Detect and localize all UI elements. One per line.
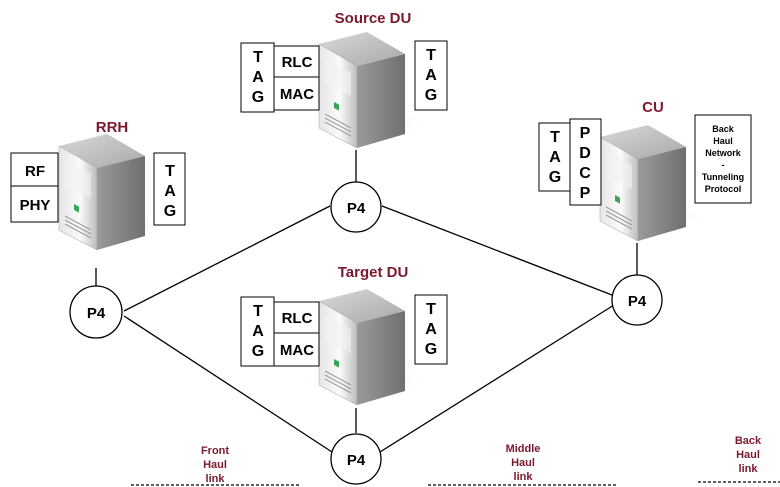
cu-server-icon [582, 124, 708, 242]
link-target-du-cu [379, 304, 615, 453]
legend-middle-haul: Middle Haul link [428, 443, 617, 486]
link-rrh-target-du [123, 315, 333, 453]
cu-tag-t: T [550, 129, 560, 146]
source-du-server-icon [301, 31, 427, 149]
p4-switch-target-du: P4 [330, 433, 382, 485]
front-haul-line-2: Haul [203, 459, 227, 471]
target-du-ltag-a: A [252, 323, 264, 340]
target-du-rtag-a: A [425, 321, 437, 338]
target-du-rlc: RLC [282, 310, 313, 327]
rrh-node: RRH RF PHY T A G [10, 119, 186, 251]
p4-switch-source-du: P4 [330, 181, 382, 233]
rrh-tag-g: G [164, 203, 176, 220]
cu-tag-a: A [549, 149, 561, 166]
backhaul-line-1: Back [712, 124, 735, 134]
rrh-server-icon [41, 133, 167, 251]
p4-label: P4 [628, 293, 647, 310]
link-source-du-cu [381, 205, 613, 296]
backhaul-line-3: Network [705, 148, 742, 158]
source-du-ltag-t: T [253, 49, 263, 66]
source-du-ltag-a: A [252, 69, 264, 86]
back-haul-line-3: link [739, 463, 759, 475]
middle-haul-line-1: Middle [506, 443, 541, 455]
back-haul-line-1: Back [735, 435, 762, 447]
front-haul-line-1: Front [201, 445, 229, 457]
target-du-ltag-t: T [253, 303, 263, 320]
rrh-tag-a: A [164, 183, 176, 200]
target-du-ltag-g: G [252, 343, 264, 360]
p4-label: P4 [347, 452, 366, 469]
back-haul-line-2: Haul [736, 449, 760, 461]
source-du-rtag-g: G [425, 87, 437, 104]
middle-haul-line-2: Haul [511, 457, 535, 469]
target-du-server-icon [301, 288, 427, 406]
p4-label: P4 [347, 200, 366, 217]
source-du-title: Source DU [335, 10, 412, 27]
backhaul-line-4: - [722, 160, 725, 170]
phy-label: PHY [20, 197, 51, 214]
rf-label: RF [25, 163, 45, 180]
target-du-mac: MAC [280, 342, 314, 359]
cu-node: CU T A G P D C P Back Haul Network - Tun… [538, 99, 752, 242]
target-du-title: Target DU [338, 264, 409, 281]
p4-label: P4 [87, 305, 106, 322]
links [95, 150, 638, 453]
cu-title: CU [642, 99, 664, 116]
front-haul-line-3: link [206, 473, 226, 485]
p4-switch-cu: P4 [611, 274, 663, 326]
legend-back-haul: Back Haul link [698, 435, 780, 483]
cu-pdcp-p2: P [580, 185, 591, 202]
source-du-rtag-t: T [426, 47, 436, 64]
cu-pdcp-d: D [579, 145, 591, 162]
target-du-rtag-g: G [425, 341, 437, 358]
middle-haul-line-3: link [514, 471, 534, 483]
cu-tag-g: G [549, 169, 561, 186]
legend-front-haul: Front Haul link [131, 445, 300, 486]
target-du-node: Target DU T A G RLC MAC T A G [240, 264, 448, 406]
backhaul-line-5: Tunneling [702, 172, 744, 182]
link-rrh-source-du [123, 205, 331, 312]
cu-pdcp-c: C [579, 165, 591, 182]
source-du-rtag-a: A [425, 67, 437, 84]
source-du-rlc: RLC [282, 54, 313, 71]
source-du-ltag-g: G [252, 89, 264, 106]
backhaul-line-2: Haul [713, 136, 733, 146]
source-du-mac: MAC [280, 86, 314, 103]
p4-switch-rrh: P4 [69, 285, 123, 339]
rrh-title: RRH [96, 119, 129, 136]
backhaul-line-6: Protocol [705, 184, 742, 194]
source-du-node: Source DU T A G RLC MAC T A G [240, 10, 448, 149]
target-du-rtag-t: T [426, 301, 436, 318]
rrh-tag-t: T [165, 163, 175, 180]
cu-pdcp-p1: P [580, 125, 591, 142]
